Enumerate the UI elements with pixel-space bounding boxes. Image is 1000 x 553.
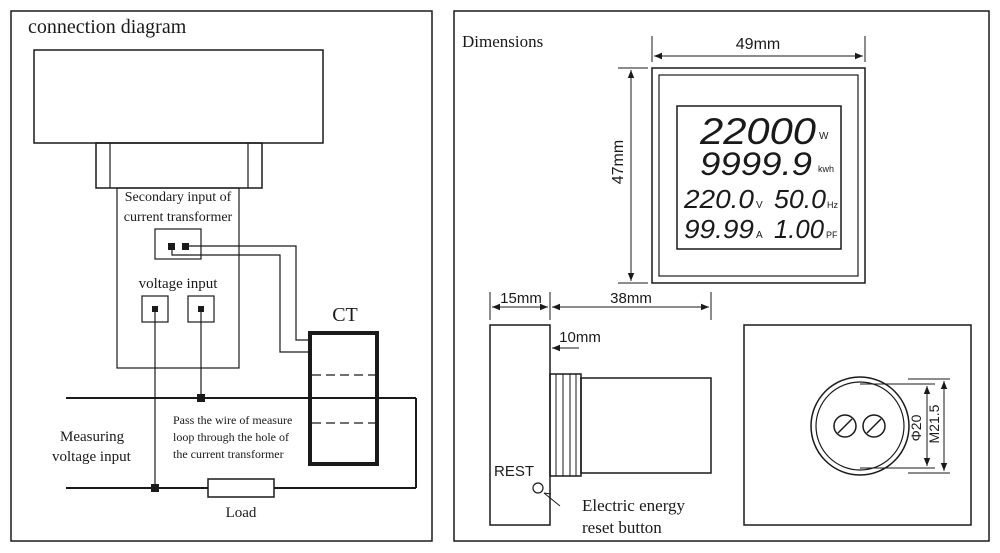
front-depth-label: 15mm [500,290,542,307]
ct-label: CT [332,304,358,326]
pf-value: 1.00 [774,214,825,244]
rear-screw-1 [833,414,857,438]
energy-unit: kwh [818,164,834,174]
ct-terminal-screw-2 [182,243,189,250]
dimensions-panel-border [453,10,990,542]
connection-title: connection diagram [28,16,187,38]
ct-wire-1 [189,245,309,341]
meter-front-outer [651,67,866,284]
pass-wire-note-1: Pass the wire of measure [173,413,292,427]
body-depth-label: 38mm [610,290,652,307]
power-value: 22000 [699,111,817,152]
rear-screw-2 [862,414,886,438]
voltage-unit: V [756,200,763,211]
diameter-label: Φ20 [908,414,924,441]
terminal-housing [116,187,240,369]
pf-unit: PF [826,230,838,240]
rear-thread-inner [815,381,905,471]
pass-wire-note-2: loop through the hole of [173,430,289,444]
rest-label: REST [494,463,534,480]
meter-front-inner [658,74,859,277]
rear-thread-outer [810,376,910,476]
ct-wire-2 [171,249,309,353]
secondary-input-label-2: current transformer [124,210,233,225]
voltage-value: 220.0 [683,184,755,214]
current-value: 99.99 [684,214,754,244]
connection-panel-border [10,10,433,542]
height-label: 47mm [610,140,627,184]
ct-secondary-terminal [154,228,202,260]
energy-value: 9999.9 [700,146,812,182]
frequency-unit: Hz [827,200,838,210]
voltage-input-label: voltage input [139,276,219,292]
meter-connector-block [95,142,263,189]
load-label: Load [226,505,257,521]
reset-note-2: reset button [582,518,662,537]
frequency-value: 50.0 [774,184,827,214]
pass-wire-note-3: the current transformer [173,447,284,461]
ct-terminal-screw-1 [168,243,175,250]
rear-view-frame [743,324,972,526]
side-body [580,377,712,474]
dimensions-title: Dimensions [462,32,543,51]
measuring-label-2: voltage input [52,449,132,465]
side-front-bezel [489,324,551,526]
measuring-label-1: Measuring [60,429,125,445]
reset-note-1: Electric energy [582,496,686,515]
reset-button [532,482,544,494]
dimensions-panel: Dimensions 49mm 47mm 22000 W 9999.9 kwh … [453,10,990,542]
width-label: 49mm [736,36,780,53]
connection-panel: connection diagram Secondary input of cu… [10,10,433,542]
secondary-input-label-1: Secondary input of [125,190,232,205]
thread-label: 10mm [559,329,601,346]
load-resistor [207,478,275,498]
meter-front-panel [33,49,324,144]
lcd-display [676,105,842,250]
current-unit: A [756,230,763,241]
power-unit: W [819,131,829,142]
m-thread-label: M21.5 [926,404,942,443]
